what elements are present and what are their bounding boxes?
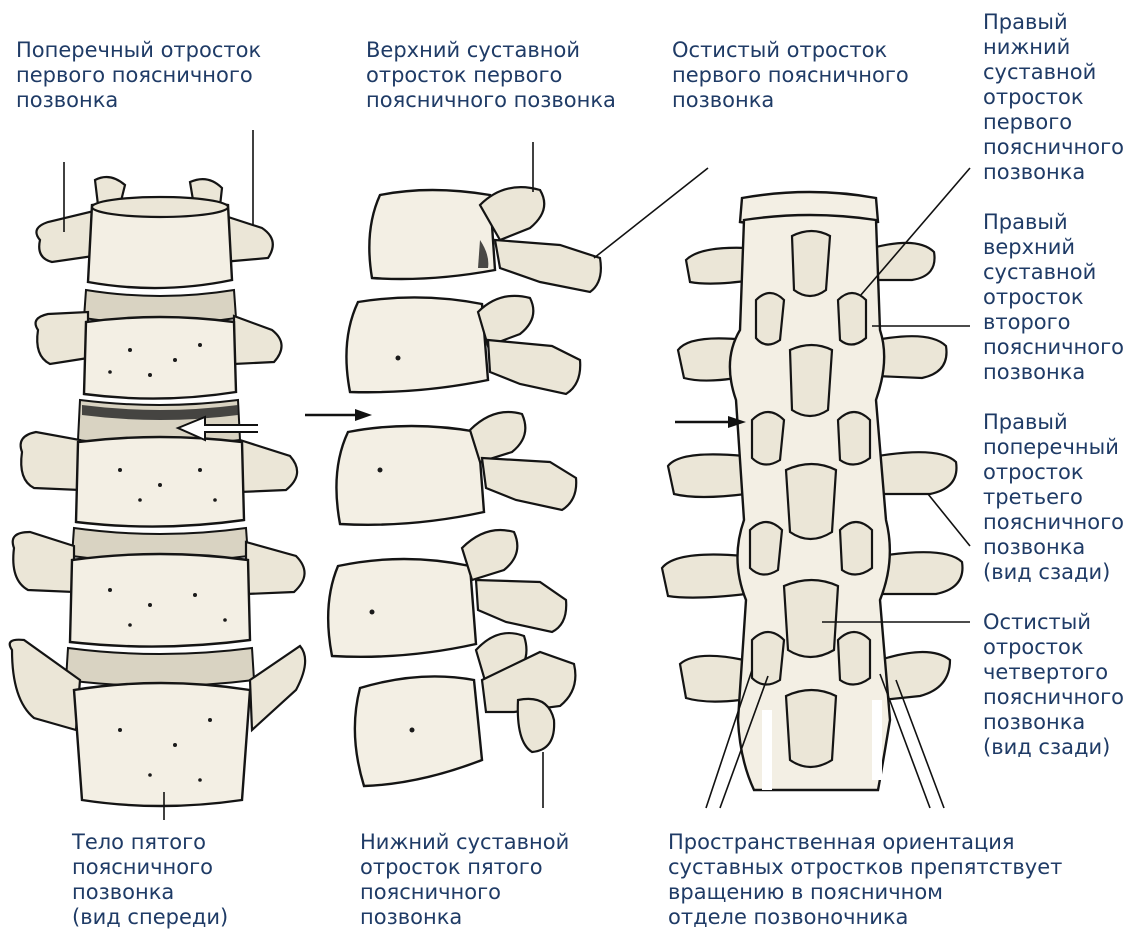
posterior-view-spine [662, 192, 962, 790]
label-spinous-process-l1: Остистый отросток первого поясничного по… [672, 38, 909, 113]
label-transverse-process-l1: Поперечный отросток первого поясничного … [16, 38, 261, 113]
vertebra-l3-lateral [336, 412, 576, 525]
vertebra-l3-anterior [21, 432, 297, 527]
label-inferior-articular-l5: Нижний суставной отросток пятого пояснич… [360, 830, 569, 930]
vertebra-l1-lateral [369, 187, 601, 292]
label-right-superior-articular-l2: Правый верхний суставной отросток второг… [983, 210, 1124, 385]
label-spinous-process-l4: Остистый отросток четвертого поясничного… [983, 610, 1124, 760]
anterior-view-spine [10, 177, 305, 806]
vertebra-l2-anterior [36, 312, 282, 399]
label-right-transverse-l3: Правый поперечный отросток третьего пояс… [983, 410, 1124, 585]
disc-l4-l5 [66, 648, 254, 686]
label-orientation-note: Пространственная ориентация суставных от… [668, 830, 1062, 930]
vertebra-l2-lateral [346, 296, 580, 394]
label-body-l5: Тело пятого поясничного позвонка (вид сп… [72, 830, 228, 930]
label-superior-articular-l1: Верхний суставной отросток первого поясн… [366, 38, 616, 113]
vertebra-l4-lateral [328, 530, 566, 657]
label-right-inferior-articular-l1: Правый нижний суставной отросток первого… [983, 10, 1124, 185]
arrow-lateral-icon [355, 409, 372, 421]
vertebra-l1-anterior [36, 177, 272, 288]
lateral-view-spine [305, 187, 601, 786]
